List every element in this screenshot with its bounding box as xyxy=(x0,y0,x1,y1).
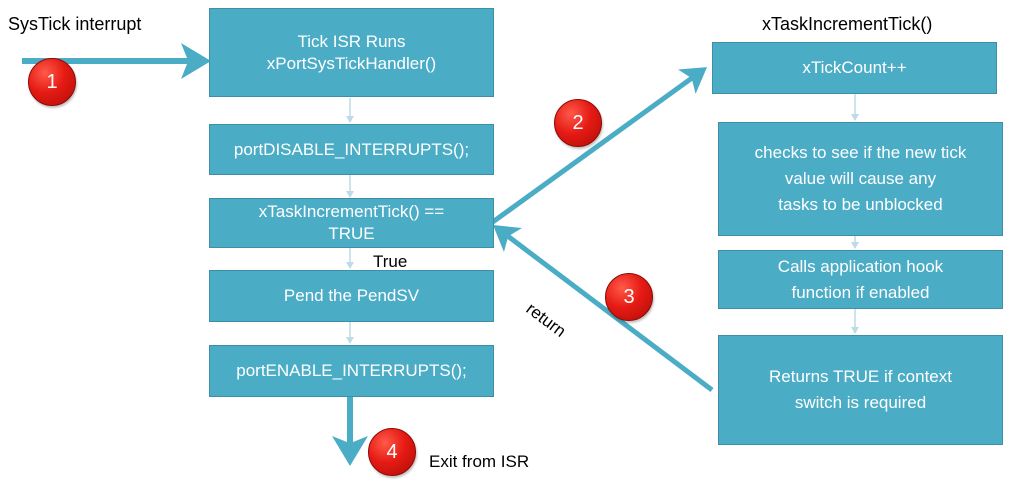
systick-interrupt-label: SysTick interrupt xyxy=(8,14,142,34)
tick-isr-line1: Tick ISR Runs xyxy=(297,31,406,51)
disable-interrupts-box: portDISABLE_INTERRUPTS(); xyxy=(209,124,494,175)
check-unblock-line1: checks to see if the new tick xyxy=(754,143,967,162)
return-arrow xyxy=(493,224,714,392)
increment-check-line2: TRUE xyxy=(328,224,375,243)
hook-box: Calls application hook function if enabl… xyxy=(718,250,1003,309)
pend-pendsv-text: Pend the PendSV xyxy=(283,286,420,305)
returns-true-line1: Returns TRUE if context xyxy=(769,367,952,386)
increment-tick-title: xTaskIncrementTick() xyxy=(762,14,933,34)
check-unblock-line2: value will cause any xyxy=(784,169,937,188)
call-arrow xyxy=(488,67,708,227)
check-unblock-box: checks to see if the new tick value will… xyxy=(718,122,1003,236)
pend-pendsv-box: Pend the PendSV xyxy=(209,270,494,322)
hook-line1: Calls application hook xyxy=(777,256,944,276)
exit-label: Exit from ISR xyxy=(429,452,530,471)
tick-count-text: xTickCount++ xyxy=(802,58,907,77)
tick-count-box: xTickCount++ xyxy=(712,42,997,94)
true-label: True xyxy=(373,252,408,271)
hook-line2: function if enabled xyxy=(791,282,930,302)
step-badge-4: 4 xyxy=(368,428,416,476)
returns-true-line2: switch is required xyxy=(794,393,927,412)
step-badge-1: 1 xyxy=(28,58,76,106)
increment-check-box: xTaskIncrementTick() == TRUE xyxy=(209,198,494,248)
returns-true-box: Returns TRUE if context switch is requir… xyxy=(718,335,1003,445)
step-badge-3: 3 xyxy=(605,273,653,321)
enable-interrupts-text: portENABLE_INTERRUPTS(); xyxy=(236,361,467,380)
step-badge-2: 2 xyxy=(554,99,602,147)
tick-isr-line2: xPortSysTickHandler() xyxy=(266,53,437,73)
disable-interrupts-text: portDISABLE_INTERRUPTS(); xyxy=(233,139,470,159)
increment-check-line1: xTaskIncrementTick() == xyxy=(258,202,445,221)
enable-interrupts-box: portENABLE_INTERRUPTS(); xyxy=(209,345,494,397)
tick-isr-box: Tick ISR Runs xPortSysTickHandler() xyxy=(209,8,494,97)
check-unblock-line3: tasks to be unblocked xyxy=(778,195,943,214)
